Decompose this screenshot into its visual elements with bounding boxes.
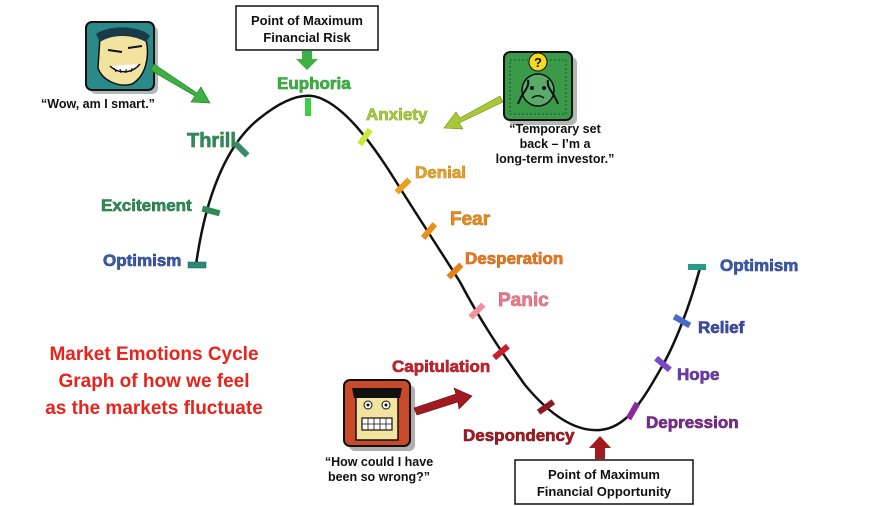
- stage-label-thrill: Thrill: [187, 130, 236, 152]
- tick-excitement: [201, 205, 221, 217]
- tick-depression: [625, 401, 641, 421]
- setback-quote-2: back – I’m a: [520, 137, 592, 151]
- wrong-quote-1: “How could I have: [325, 455, 433, 469]
- stage-label-excitement: Excitement: [101, 196, 192, 215]
- tick-hope: [654, 355, 672, 373]
- smart-quote: “Wow, am I smart.”: [41, 97, 155, 111]
- title-line-1: Market Emotions Cycle: [49, 344, 258, 365]
- wrong-arrow: [413, 387, 473, 416]
- max-risk-arrow: [296, 51, 318, 70]
- max-opportunity-line-2: Financial Opportunity: [537, 484, 672, 499]
- smug-arrow: [149, 63, 211, 104]
- max-risk-callout: Point of Maximum Financial Risk: [235, 5, 379, 70]
- stage-label-panic: Panic: [498, 290, 549, 311]
- max-risk-box: [235, 5, 379, 51]
- emotion-cycle-curve: [194, 94, 702, 432]
- smug-face-icon: [85, 21, 158, 94]
- max-opportunity-line-1: Point of Maximum: [548, 467, 660, 482]
- max-risk-line-2: Financial Risk: [263, 30, 351, 45]
- max-opportunity-arrow: [589, 436, 611, 459]
- max-opportunity-callout: Point of Maximum Financial Opportunity: [514, 436, 694, 505]
- setback-quote-1: “Temporary set: [509, 122, 601, 136]
- stage-label-despondency: Despondency: [463, 426, 575, 445]
- stage-label-anxiety: Anxiety: [366, 105, 428, 124]
- tick-anxiety: [357, 127, 373, 147]
- svg-text:?: ?: [534, 55, 542, 70]
- worried-face-icon: ?: [503, 51, 577, 125]
- stage-label-optimism-right: Optimism: [720, 256, 798, 275]
- stage-ticks: [187, 98, 706, 421]
- tick-relief: [672, 313, 692, 329]
- tick-thrill: [232, 140, 250, 158]
- stage-labels: Optimism Excitement Thrill Euphoria Anxi…: [101, 74, 799, 446]
- setback-quote-3: long-term investor.”: [496, 152, 615, 166]
- tick-capitulation: [492, 343, 510, 361]
- tick-euphoria: [305, 98, 311, 116]
- stage-label-fear: Fear: [450, 209, 491, 230]
- stage-label-relief: Relief: [698, 318, 745, 337]
- max-risk-line-1: Point of Maximum: [251, 13, 363, 28]
- grimacing-face-icon: [343, 379, 415, 451]
- stage-label-depression: Depression: [646, 413, 739, 432]
- tick-optimism-left: [187, 261, 207, 269]
- wrong-quote-2: been so wrong?”: [328, 470, 430, 484]
- stage-label-desperation: Desperation: [465, 249, 563, 268]
- title-line-2: Graph of how we feel: [58, 371, 249, 392]
- tick-fear: [420, 222, 438, 240]
- max-opportunity-box: [514, 459, 694, 505]
- stage-label-optimism-left: Optimism: [103, 251, 181, 270]
- stage-label-capitulation: Capitulation: [392, 357, 490, 376]
- stage-label-hope: Hope: [677, 365, 720, 384]
- tick-despondency: [536, 399, 556, 415]
- tick-panic: [468, 302, 486, 320]
- tick-optimism-right: [688, 264, 706, 270]
- stage-label-euphoria: Euphoria: [277, 74, 351, 93]
- setback-arrow: [443, 95, 504, 130]
- tick-desperation: [446, 262, 464, 280]
- stage-label-denial: Denial: [415, 163, 466, 182]
- title-line-3: as the markets fluctuate: [45, 398, 263, 419]
- tick-denial: [394, 177, 412, 195]
- diagram-title: Market Emotions Cycle Graph of how we fe…: [45, 344, 263, 419]
